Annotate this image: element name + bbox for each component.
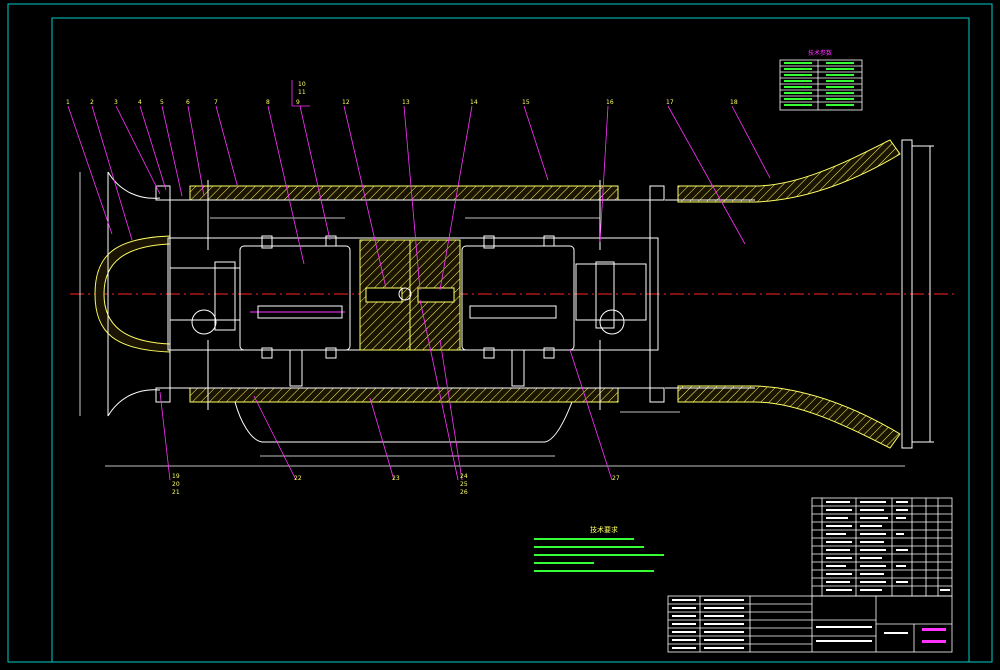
balloon-3: 3 [114, 99, 118, 106]
parts-list-text [826, 501, 950, 591]
balloon-labels: 1 2 3 4 5 6 7 8 9 10 11 12 13 14 15 16 1… [66, 81, 738, 496]
balloon-11: 11 [298, 89, 306, 96]
balloon-9: 9 [296, 99, 300, 106]
notes-title: 技术要求 [590, 525, 618, 534]
balloon-22: 22 [294, 475, 302, 482]
sheet-outer-frame [7, 3, 993, 663]
balloon-27: 27 [612, 475, 620, 482]
support-leg-left [289, 349, 303, 387]
balloon-13: 13 [402, 99, 410, 106]
dimension-lines [79, 172, 905, 467]
leaders-top [67, 80, 771, 291]
spec-table [779, 59, 863, 111]
balloon-4: 4 [138, 99, 142, 106]
balloon-25: 25 [460, 481, 468, 488]
technical-notes [534, 538, 664, 572]
balloon-20: 20 [172, 481, 180, 488]
leaders-bottom [159, 299, 613, 481]
balloon-18: 18 [730, 99, 738, 106]
casing-bottom-band [189, 387, 619, 403]
flanges [155, 180, 665, 410]
left-motor [169, 235, 351, 359]
spec-table-title: 技术参数 [808, 49, 832, 57]
support-skid [234, 401, 573, 443]
balloon-16: 16 [606, 99, 614, 106]
title-block [667, 595, 953, 653]
casing-top-band [189, 185, 619, 201]
balloon-17: 17 [666, 99, 674, 106]
balloon-26: 26 [460, 489, 468, 496]
balloon-12: 12 [342, 99, 350, 106]
support-leg-right [511, 349, 525, 387]
balloon-7: 7 [214, 99, 218, 106]
balloon-15: 15 [522, 99, 530, 106]
discharge-diffuser [665, 139, 934, 449]
balloon-23: 23 [392, 475, 400, 482]
balloon-19: 19 [172, 473, 180, 480]
balloon-1: 1 [66, 99, 70, 106]
parts-list [811, 497, 953, 597]
sheet-inner-frame [51, 17, 970, 663]
balloon-10: 10 [298, 81, 306, 88]
balloon-24: 24 [460, 473, 468, 480]
balloon-14: 14 [470, 99, 478, 106]
balloon-2: 2 [90, 99, 94, 106]
right-motor [461, 235, 647, 359]
impeller-assembly [359, 239, 461, 351]
balloon-21: 21 [172, 489, 180, 496]
balloon-8: 8 [266, 99, 270, 106]
spec-table-text [784, 62, 854, 106]
title-block-text [672, 599, 908, 649]
balloon-6: 6 [186, 99, 190, 106]
title-block-accent [922, 628, 946, 643]
balloon-5: 5 [160, 99, 164, 106]
